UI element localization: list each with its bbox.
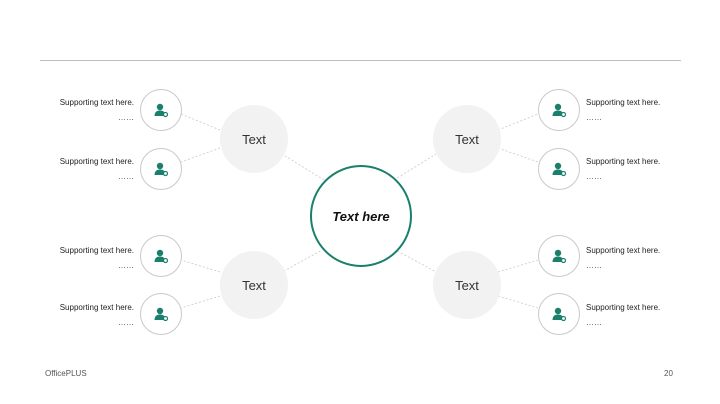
connector-hub4-item2	[497, 295, 539, 309]
supporting-text-line: Supporting text here.	[59, 246, 134, 255]
item-icon-circle	[140, 148, 182, 190]
supporting-text-dots: ……	[586, 261, 602, 270]
supporting-text-dots: ……	[586, 113, 602, 122]
supporting-text: Supporting text here. ……	[586, 302, 696, 328]
hub-bottom-left: Text	[220, 251, 288, 319]
connector-center-hub-3	[281, 248, 325, 273]
supporting-text: Supporting text here. ……	[586, 156, 696, 182]
hub-label: Text	[455, 277, 479, 293]
supporting-text-line: Supporting text here.	[586, 303, 661, 312]
connector-center-hub-4	[393, 248, 437, 273]
footer-brand: OfficePLUS	[45, 369, 87, 378]
top-divider	[40, 60, 681, 61]
connector-hub1-item2	[180, 147, 221, 163]
connector-hub3-item2	[180, 295, 221, 309]
supporting-text-dots: ……	[118, 172, 134, 181]
connector-center-hub-1	[281, 153, 325, 181]
supporting-text: Supporting text here. ……	[24, 156, 134, 182]
supporting-text: Supporting text here. ……	[586, 97, 696, 123]
supporting-text: Supporting text here. ……	[24, 97, 134, 123]
connector-hub2-item1	[497, 113, 539, 131]
user-settings-icon	[552, 103, 567, 118]
supporting-text-dots: ……	[118, 113, 134, 122]
connector-hub2-item2	[497, 147, 539, 163]
supporting-text: Supporting text here. ……	[24, 245, 134, 271]
user-settings-icon	[154, 249, 169, 264]
supporting-text-line: Supporting text here.	[59, 303, 134, 312]
supporting-text-dots: ……	[118, 261, 134, 270]
connector-hub1-item1	[180, 113, 221, 131]
connector-center-hub-2	[393, 153, 437, 181]
user-settings-icon	[154, 307, 169, 322]
supporting-text: Supporting text here. ……	[24, 302, 134, 328]
hub-top-right: Text	[433, 105, 501, 173]
supporting-text-dots: ……	[586, 172, 602, 181]
supporting-text-dots: ……	[586, 318, 602, 327]
user-settings-icon	[552, 307, 567, 322]
item-icon-circle	[538, 235, 580, 277]
item-icon-circle	[140, 235, 182, 277]
connector-hub4-item1	[497, 259, 539, 273]
hub-label: Text	[242, 277, 266, 293]
user-settings-icon	[154, 162, 169, 177]
center-node: Text here	[310, 165, 412, 267]
user-settings-icon	[552, 249, 567, 264]
page-number: 20	[664, 369, 673, 378]
item-icon-circle	[538, 293, 580, 335]
hub-label: Text	[242, 131, 266, 147]
connector-hub3-item1	[180, 259, 221, 273]
supporting-text-line: Supporting text here.	[586, 246, 661, 255]
item-icon-circle	[140, 293, 182, 335]
hub-top-left: Text	[220, 105, 288, 173]
item-icon-circle	[538, 148, 580, 190]
user-settings-icon	[154, 103, 169, 118]
user-settings-icon	[552, 162, 567, 177]
supporting-text-line: Supporting text here.	[586, 157, 661, 166]
supporting-text-line: Supporting text here.	[59, 98, 134, 107]
center-label: Text here	[332, 208, 390, 224]
supporting-text: Supporting text here. ……	[586, 245, 696, 271]
supporting-text-dots: ……	[118, 318, 134, 327]
item-icon-circle	[538, 89, 580, 131]
hub-label: Text	[455, 131, 479, 147]
supporting-text-line: Supporting text here.	[586, 98, 661, 107]
hub-bottom-right: Text	[433, 251, 501, 319]
supporting-text-line: Supporting text here.	[59, 157, 134, 166]
item-icon-circle	[140, 89, 182, 131]
